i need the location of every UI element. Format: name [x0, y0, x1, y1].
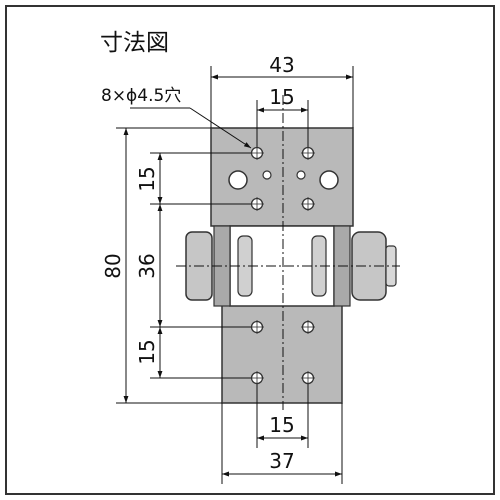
upper-small-hole-left	[262, 170, 272, 180]
mounting-holes	[250, 146, 315, 385]
mounting-hole	[250, 146, 264, 160]
dim-36-label: 36	[135, 253, 159, 278]
dim-15-bottom-label: 15	[269, 413, 294, 437]
upper-large-hole-right	[319, 170, 339, 190]
dim-15-top-label: 15	[269, 85, 294, 109]
mounting-hole	[301, 320, 315, 334]
hole-note-label: 8×ϕ4.5穴	[101, 86, 181, 106]
mounting-hole	[301, 371, 315, 385]
mounting-hole	[250, 320, 264, 334]
dimension-lines	[116, 66, 354, 484]
hinge-body	[176, 95, 400, 410]
mounting-hole	[301, 197, 315, 211]
drawing-title: 寸法図	[100, 30, 169, 56]
dim-43-label: 43	[269, 53, 294, 77]
dim-37-label: 37	[269, 449, 294, 473]
mounting-hole	[250, 197, 264, 211]
mounting-hole	[301, 146, 315, 160]
hole-note-leader	[189, 107, 252, 149]
upper-small-hole-right	[296, 170, 306, 180]
upper-large-hole-left	[228, 170, 248, 190]
dim-15-upper-label: 15	[135, 166, 159, 191]
lower-leaf	[221, 304, 343, 404]
dim-80-label: 80	[101, 253, 125, 278]
dim-15-lower-label: 15	[135, 339, 159, 364]
mounting-hole	[250, 371, 264, 385]
